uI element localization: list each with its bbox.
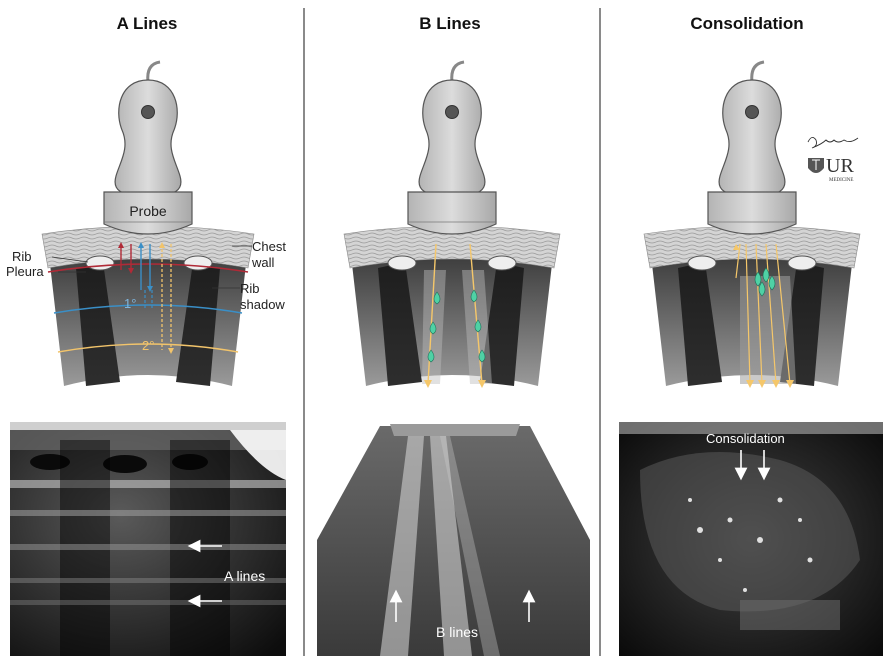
probe-button — [446, 106, 459, 119]
probe-cable — [752, 62, 764, 82]
probe-label: Probe — [129, 203, 167, 219]
probe-button — [142, 106, 155, 119]
consolidation-label: Consolidation — [706, 431, 785, 446]
rib-left — [86, 256, 114, 270]
logo-subtext: MEDICINE — [829, 178, 853, 183]
rib-left — [688, 256, 716, 270]
rib-label: Rib — [12, 249, 32, 264]
probe-head — [408, 192, 496, 234]
probe-body — [419, 80, 485, 196]
probe-body — [719, 80, 785, 196]
probe-head — [708, 192, 796, 234]
consolidation-diagram — [644, 62, 860, 388]
b-lines-label: B lines — [436, 624, 478, 640]
a-lines-label: A lines — [224, 568, 265, 584]
rib-shadow-label-line1: Rib — [240, 281, 260, 296]
probe-cable — [452, 62, 464, 82]
ultrasound-image-b-lines — [317, 422, 591, 656]
primary-reverb-label: 1° — [124, 296, 136, 311]
ur-medicine-logo: UR MEDICINE — [808, 137, 858, 183]
probe-cable — [148, 62, 160, 82]
secondary-reverb-label: 2° — [142, 338, 154, 353]
pleura-label: Pleura — [6, 264, 44, 279]
rib-left — [388, 256, 416, 270]
ultrasound-image-consolidation — [619, 422, 883, 656]
chest-wall-label-line1: Chest — [252, 239, 286, 254]
b-lines-diagram — [344, 62, 560, 388]
rib-shadow-label-line2: shadow — [240, 297, 285, 312]
rib-right — [788, 256, 816, 270]
chest-wall-label-line2: wall — [251, 255, 275, 270]
rib-right — [184, 256, 212, 270]
rib-right — [488, 256, 516, 270]
probe-button — [746, 106, 759, 119]
probe-body — [115, 80, 181, 196]
ultrasound-image-a-lines — [10, 422, 286, 656]
artist-signature-icon — [808, 137, 858, 148]
logo-text: UR — [826, 155, 854, 177]
